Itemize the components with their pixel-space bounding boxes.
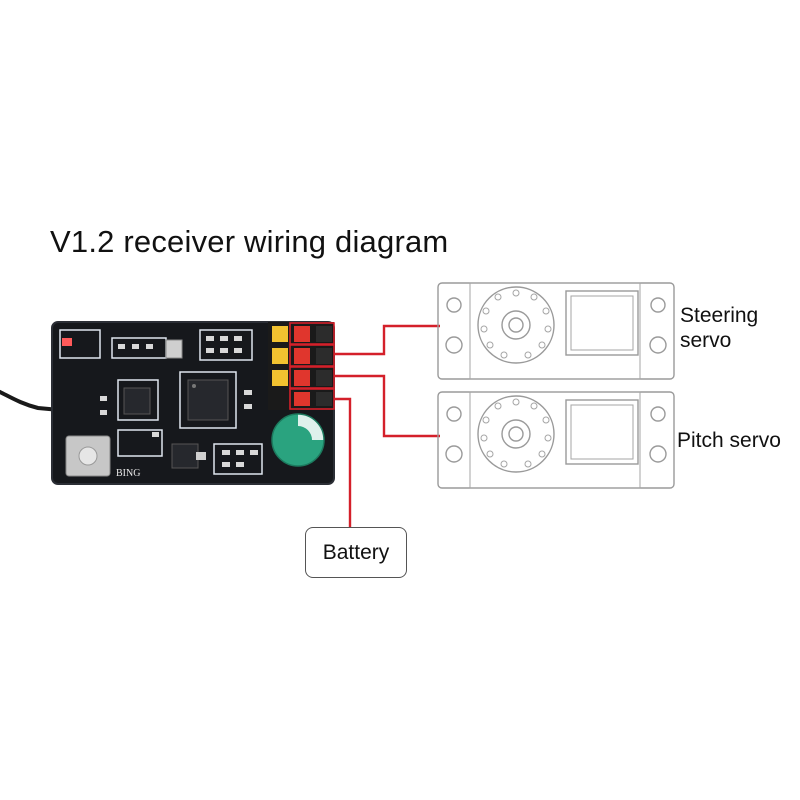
pitch-servo-label: Pitch servo — [677, 429, 781, 452]
rf-chip — [123, 387, 151, 415]
steering-servo-label-line2: servo — [680, 329, 732, 352]
wire-pitch — [334, 374, 440, 438]
steering-servo-label-line1: Steering — [680, 304, 759, 327]
pin-signal-1 — [272, 326, 288, 342]
status-led — [62, 338, 72, 346]
pin-ground-3 — [316, 370, 332, 386]
pin-power-2 — [294, 348, 310, 364]
wire-battery — [334, 397, 352, 527]
capacitor — [271, 413, 325, 467]
regulator-chip — [171, 443, 199, 469]
battery-box: Battery — [305, 527, 407, 578]
board-silkscreen-label: BING — [116, 468, 140, 479]
steering-servo — [437, 282, 675, 380]
wire-steering — [334, 324, 440, 356]
pin-ground-1 — [316, 326, 332, 342]
pin-power-1 — [294, 326, 310, 342]
battery-label: Battery — [322, 540, 390, 564]
diagram-title: V1.2 receiver wiring diagram — [50, 224, 449, 259]
pin-ground-4 — [316, 392, 332, 406]
pin-ground-2 — [316, 348, 332, 364]
receiver-board: BING — [51, 321, 335, 485]
pin-power-3 — [294, 370, 310, 386]
crystal — [165, 339, 183, 359]
pin-signal-2 — [272, 348, 288, 364]
pin-header — [268, 322, 335, 410]
pin-power-4 — [294, 392, 310, 406]
antenna-wire — [0, 390, 62, 412]
pitch-servo — [437, 391, 675, 489]
pin-signal-3 — [272, 370, 288, 386]
